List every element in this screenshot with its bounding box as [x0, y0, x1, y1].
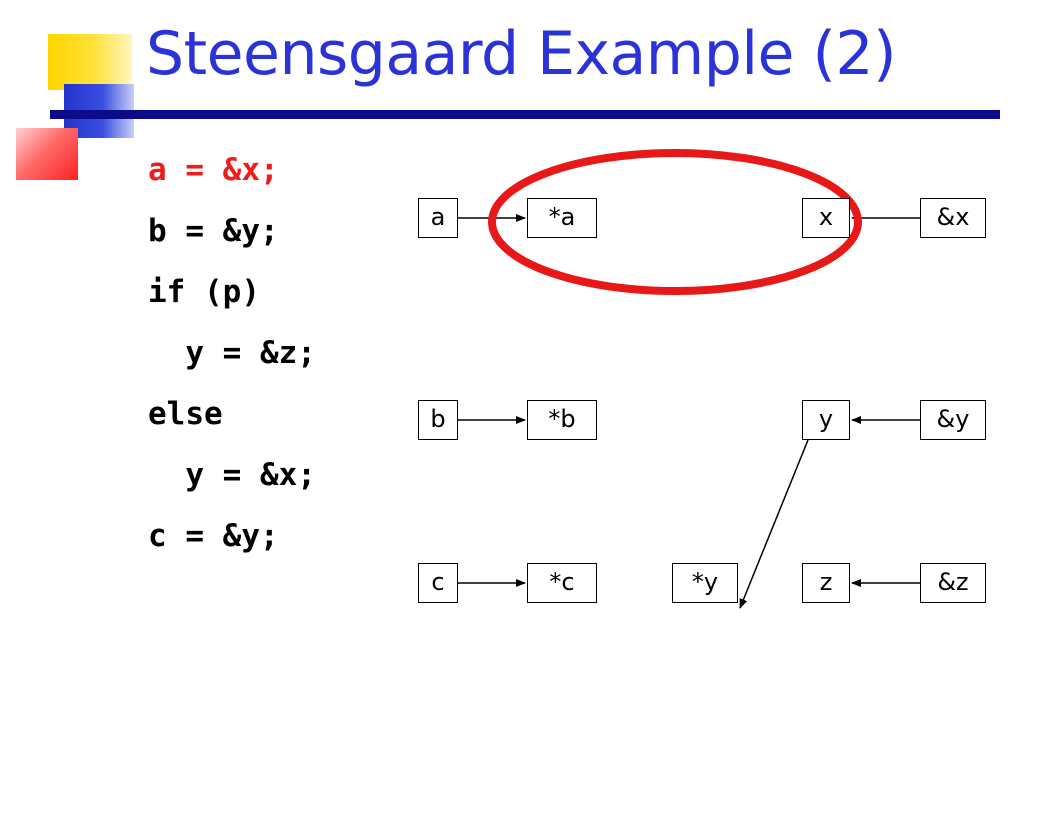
decor-red-square: [16, 128, 78, 180]
code-listing: a = &x; b = &y; if (p) y = &z; else y = …: [148, 140, 316, 567]
node-b: b: [418, 400, 458, 440]
code-line-6: y = &x;: [148, 457, 316, 493]
node-star-c: *c: [527, 563, 597, 603]
edge-y-to-star-y: [739, 439, 809, 609]
title-underline: [50, 110, 1000, 119]
code-line-5: else: [148, 396, 223, 432]
node-c: c: [418, 563, 458, 603]
node-x: x: [802, 198, 850, 238]
node-star-b: *b: [527, 400, 597, 440]
node-z: z: [802, 563, 850, 603]
node-amp-y: &y: [920, 400, 986, 440]
node-amp-x: &x: [920, 198, 986, 238]
slide-title: Steensgaard Example (2): [146, 19, 896, 89]
node-star-a: *a: [527, 198, 597, 238]
code-line-3: if (p): [148, 274, 260, 310]
node-y: y: [802, 400, 850, 440]
decor-yellow-square: [48, 34, 132, 90]
code-line-1: a = &x;: [148, 152, 279, 188]
node-amp-z: &z: [920, 563, 986, 603]
node-star-y: *y: [672, 563, 738, 603]
code-line-4: y = &z;: [148, 335, 316, 371]
code-line-2: b = &y;: [148, 213, 279, 249]
code-line-7: c = &y;: [148, 518, 279, 554]
node-a: a: [418, 198, 458, 238]
